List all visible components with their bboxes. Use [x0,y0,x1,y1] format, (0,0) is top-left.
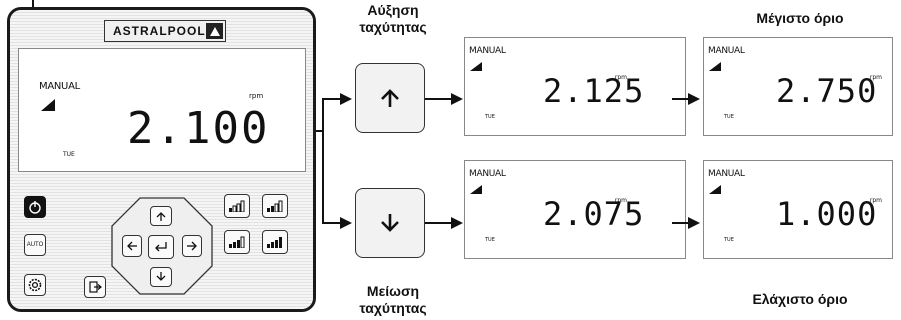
speed-signal-icon [470,62,482,71]
day-label: TUE [724,114,734,120]
decrease-arrow-line-1 [425,222,453,224]
rpm-unit: rpm [614,74,627,81]
power-icon [29,201,41,214]
dpad-left-button[interactable] [122,235,142,257]
mode-label: MANUAL [469,46,506,56]
arrow-left-icon [127,241,137,251]
arrow-right-icon [187,241,197,251]
connector-up-arrowhead [340,93,352,105]
mode-label: MANUAL [708,46,745,56]
decrease-arrowhead-2 [688,217,700,229]
arrow-up-icon [156,212,166,221]
rpm-unit: rpm [869,197,882,204]
connector-down-branch [322,222,344,224]
connector-out [316,130,324,132]
decrease-caption-line2: ταχύτητας [359,300,427,316]
dpad-up-button[interactable] [150,206,172,226]
speed-2-button[interactable] [262,194,288,218]
speed-value: 2.100 [127,103,270,154]
max-limit-display: MANUAL 2.750 rpm TUE [703,37,893,136]
decrease-caption: Μείωση ταχύτητας [348,283,438,317]
auto-label: AUTO [26,242,44,248]
connector-split [322,98,324,224]
decrease-speed-button[interactable] [355,188,425,258]
dpad-right-button[interactable] [182,235,202,257]
speed-signal-icon [470,185,482,194]
speed-value: 2.125 [543,72,645,110]
speed-4-button[interactable] [262,230,288,254]
dpad-enter-button[interactable] [148,235,174,259]
brand-plate: ASTRALPOOL [104,20,226,42]
min-limit-caption: Ελάχιστο όριο [752,291,848,307]
mode-label: MANUAL [39,81,80,92]
arrow-down-icon [156,272,166,281]
speed-level-1-icon [229,200,245,212]
increase-arrow-line-2 [672,98,692,100]
increase-caption: Αύξηση ταχύτητας [348,2,438,36]
speed-level-2-icon [267,200,283,212]
power-button[interactable] [24,196,46,218]
arrow-up-icon [381,89,399,107]
main-lcd-display: MANUAL 2.100 rpm TUE [18,48,306,172]
speed-level-4-icon [267,237,282,248]
dpad-down-button[interactable] [150,267,172,287]
speed-value: 2.750 [776,72,878,110]
speed-value: 2.075 [543,195,645,233]
settings-button[interactable] [24,274,46,296]
day-label: TUE [63,151,75,158]
speed-3-button[interactable] [224,230,250,254]
speed-value: 1.000 [776,195,878,233]
auto-button[interactable]: AUTO [24,234,46,256]
speed-signal-icon [709,62,721,71]
speed-signal-icon [709,185,721,194]
increased-speed-display: MANUAL 2.125 rpm TUE [464,37,686,136]
mode-label: MANUAL [469,169,506,179]
increase-caption-line1: Αύξηση [367,2,419,18]
rpm-unit: rpm [614,197,627,204]
min-limit-display: MANUAL 1.000 rpm TUE [703,160,893,259]
increase-arrowhead-2 [688,93,700,105]
speed-1-button[interactable] [224,194,250,218]
rpm-unit: rpm [249,92,264,100]
controller-panel: ASTRALPOOL MANUAL 2.100 rpm TUE AUTO [7,7,316,312]
day-label: TUE [724,237,734,243]
increase-arrow-line-1 [425,98,453,100]
brand-logo-icon [205,23,223,39]
increase-caption-line2: ταχύτητας [359,19,427,35]
connector-down-arrowhead [340,217,352,229]
exit-icon [89,281,102,293]
mode-label: MANUAL [708,169,745,179]
gear-icon [28,278,42,292]
increase-arrowhead-1 [451,93,463,105]
decreased-speed-display: MANUAL 2.075 rpm TUE [464,160,686,259]
rpm-unit: rpm [869,74,882,81]
arrow-down-icon [381,214,399,232]
connector-up-branch [322,98,344,100]
day-label: TUE [485,237,495,243]
decrease-arrow-line-2 [672,222,692,224]
exit-button[interactable] [84,276,106,298]
brand-name: ASTRALPOOL [113,24,206,38]
enter-icon [155,242,167,252]
speed-signal-icon [41,99,55,111]
decrease-caption-line1: Μείωση [366,283,420,299]
increase-speed-button[interactable] [355,63,425,133]
decrease-arrowhead-1 [451,217,463,229]
speed-level-3-icon [229,236,245,248]
day-label: TUE [485,114,495,120]
max-limit-caption: Μέγιστο όριο [756,10,844,26]
